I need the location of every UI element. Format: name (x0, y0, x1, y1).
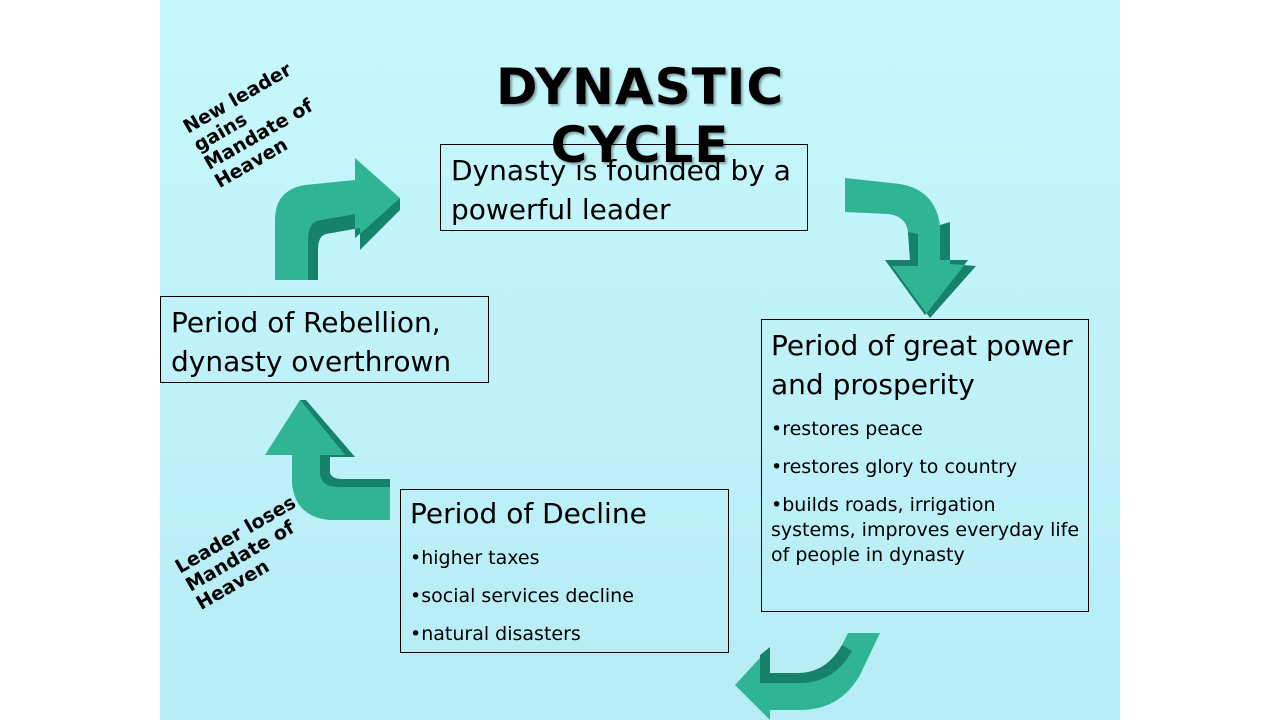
slide: DYNASTIC CYCLE Dynasty is founded by a p… (160, 0, 1120, 720)
bullet-item: restores glory to country (771, 455, 1079, 480)
stage-decline-heading: Period of Decline (410, 497, 647, 530)
page-title: DYNASTIC CYCLE (495, 58, 785, 174)
stage-founded-heading: Dynasty is founded by a powerful leader (451, 154, 791, 226)
arrow-bottom-left-icon (265, 400, 390, 520)
bullet-item: higher taxes (410, 546, 719, 571)
stage-prosperity-bullets: restores peace restores glory to country… (771, 417, 1079, 568)
arrow-top-right-icon (845, 178, 976, 318)
bullet-item: restores peace (771, 417, 1079, 442)
stage-prosperity-heading: Period of great power and prosperity (771, 329, 1073, 401)
stage-rebellion-box: Period of Rebellion, dynasty overthrown (160, 296, 489, 383)
bullet-item: social services decline (410, 584, 719, 609)
arrow-bottom-right-icon (735, 633, 880, 720)
bullet-item: natural disasters (410, 622, 719, 647)
stage-founded-box: Dynasty is founded by a powerful leader (440, 144, 808, 231)
stage-rebellion-heading: Period of Rebellion, dynasty overthrown (171, 306, 452, 378)
arrow-top-left-icon (275, 158, 400, 280)
stage-decline-box: Period of Decline higher taxes social se… (400, 489, 729, 653)
stage-decline-bullets: higher taxes social services decline nat… (410, 546, 719, 647)
stage-prosperity-box: Period of great power and prosperity res… (761, 319, 1089, 612)
bullet-item: builds roads, irrigation systems, improv… (771, 493, 1079, 568)
